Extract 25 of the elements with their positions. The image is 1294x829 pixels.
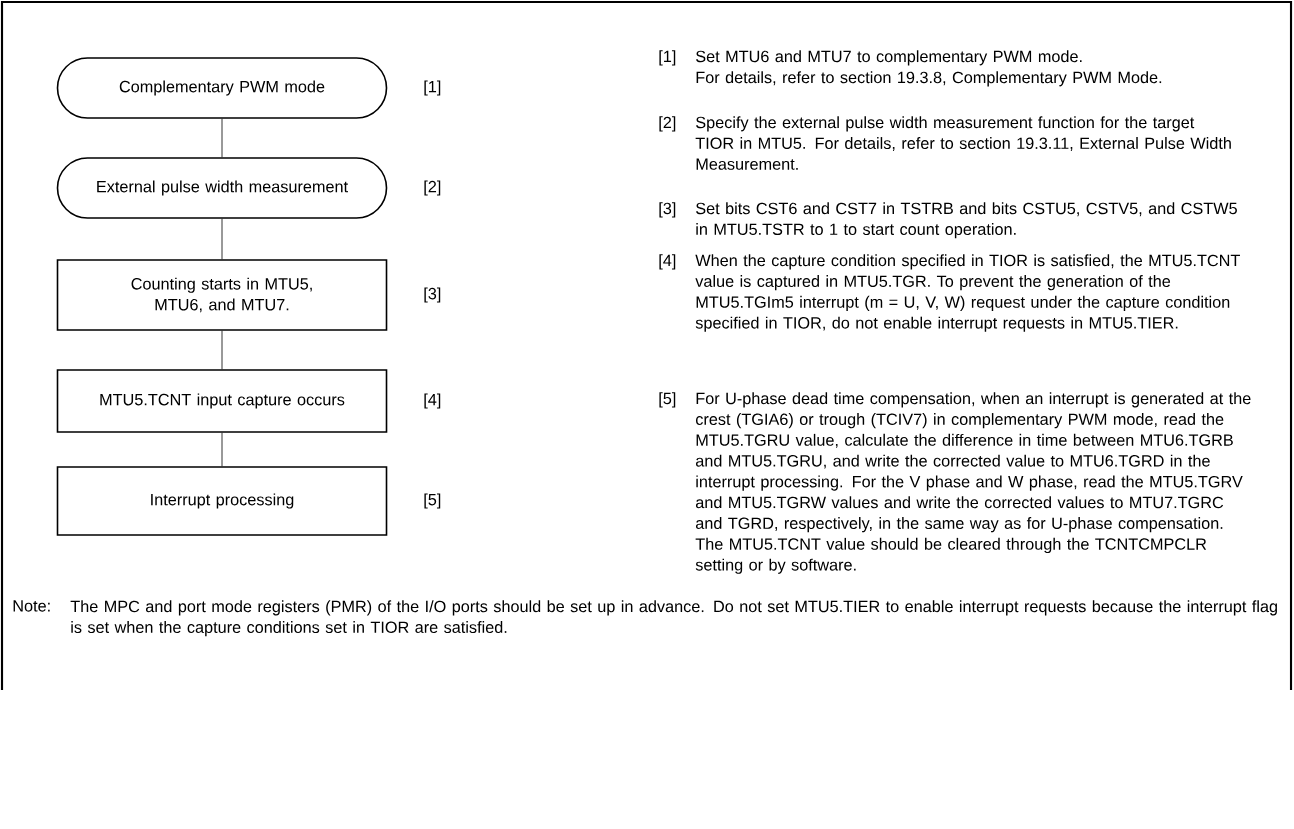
note-text: Set bits CST6 and CST7 in TSTRB and bits CSTU5, CSTV5, and CSTW5 in MTU5.TSTR to 1 to start count operation. — [696, 202, 1237, 239]
step-number: [4] — [424, 393, 441, 409]
step-number: [1] — [659, 50, 676, 66]
step-number: [3] — [659, 202, 676, 218]
step-number: [3] — [424, 287, 441, 303]
process-box: Interrupt processing — [56, 466, 388, 536]
note-text: When the capture condition specified in TIOR is satisfied, the MTU5.TCNT value is captured in MTU5.TGR. To prevent the generation of the MTU5.TGIm5 interrupt (m = U, V, W) request under the capture condition specified in TIOR, do not enable interrupt requests in MTU5.TIER. — [695, 254, 1240, 332]
step-number: Note: — [13, 600, 50, 612]
connector-line — [221, 218, 223, 260]
process-box: Counting starts in MTU5, MTU6, and MTU7. — [56, 259, 388, 331]
note-text: For details, refer to section 19.3.8, Complementary PWM Mode. — [696, 71, 1162, 87]
connector-line — [221, 330, 223, 370]
note-text: For U-phase dead time compensation, when an interrupt is generated at the crest (TGIA6) or trough (TCIV7) in complementary PWM mode, read the MTU5.TGRU value, calculate the difference in time between MTU6.TGRB and MTU5.TGRU, and write the corrected value to MTU6.TGRD in the interrupt processing. For the V phase and W phase, read the MTU5.TGRV and MTU5.TGRW values and write the corrected values to MTU7.TGRC and TGRD, respectively, in the same way as for U-phase compensation. The MTU5.TCNT value should be cleared through the TCNTCMPCLR setting or by software. — [695, 392, 1251, 574]
step-number: [2] — [659, 116, 676, 132]
note-text: The MPC and port mode registers (PMR) of the I/O ports should be set up in advance. Do not set MTU5.TIER to enable interrupt requests because the interrupt flag is set when the capture conditions set in TIOR are satisfied. — [70, 600, 1277, 637]
step-number: [4] — [659, 254, 676, 270]
step-number: [5] — [659, 392, 676, 408]
step-number: [1] — [424, 80, 441, 96]
note-text: Specify the external pulse width measurement function for the target TIOR in MTU5. For details, refer to section 19.3.11, External Pulse Width Measurement. — [695, 116, 1231, 170]
connector-line — [221, 432, 223, 467]
process-box: MTU5.TCNT input capture occurs — [56, 369, 388, 433]
step-number: [5] — [424, 493, 441, 509]
note-text: Set MTU6 and MTU7 to complementary PWM mode. — [696, 50, 1082, 66]
connector-line — [221, 118, 223, 158]
step-number: [2] — [424, 180, 441, 196]
